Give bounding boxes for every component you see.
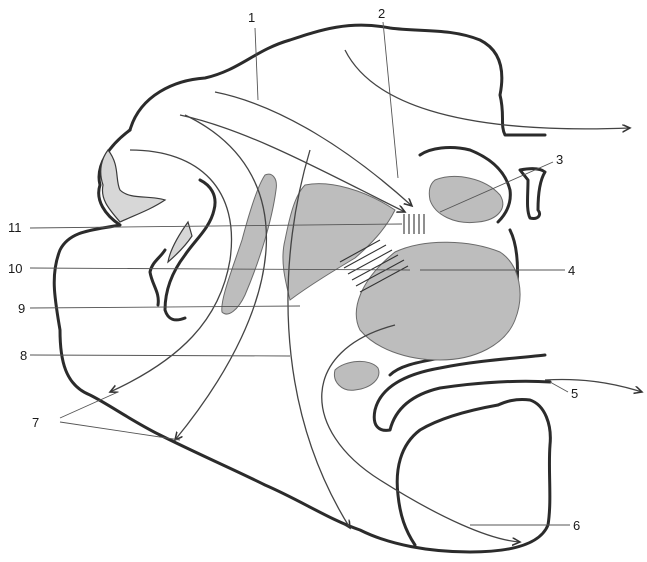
label-9: 9: [18, 301, 25, 316]
label-3: 3: [556, 152, 563, 167]
label-1: 1: [248, 10, 255, 25]
stippled-nuclei: [222, 174, 520, 390]
label-10: 10: [8, 261, 22, 276]
label-6: 6: [573, 518, 580, 533]
label-4: 4: [568, 263, 575, 278]
label-11: 11: [8, 220, 22, 235]
label-5: 5: [571, 386, 578, 401]
label-7: 7: [32, 415, 39, 430]
label-8: 8: [20, 348, 27, 363]
label-2: 2: [378, 6, 385, 21]
hatched-fibres-upper: [404, 214, 424, 234]
